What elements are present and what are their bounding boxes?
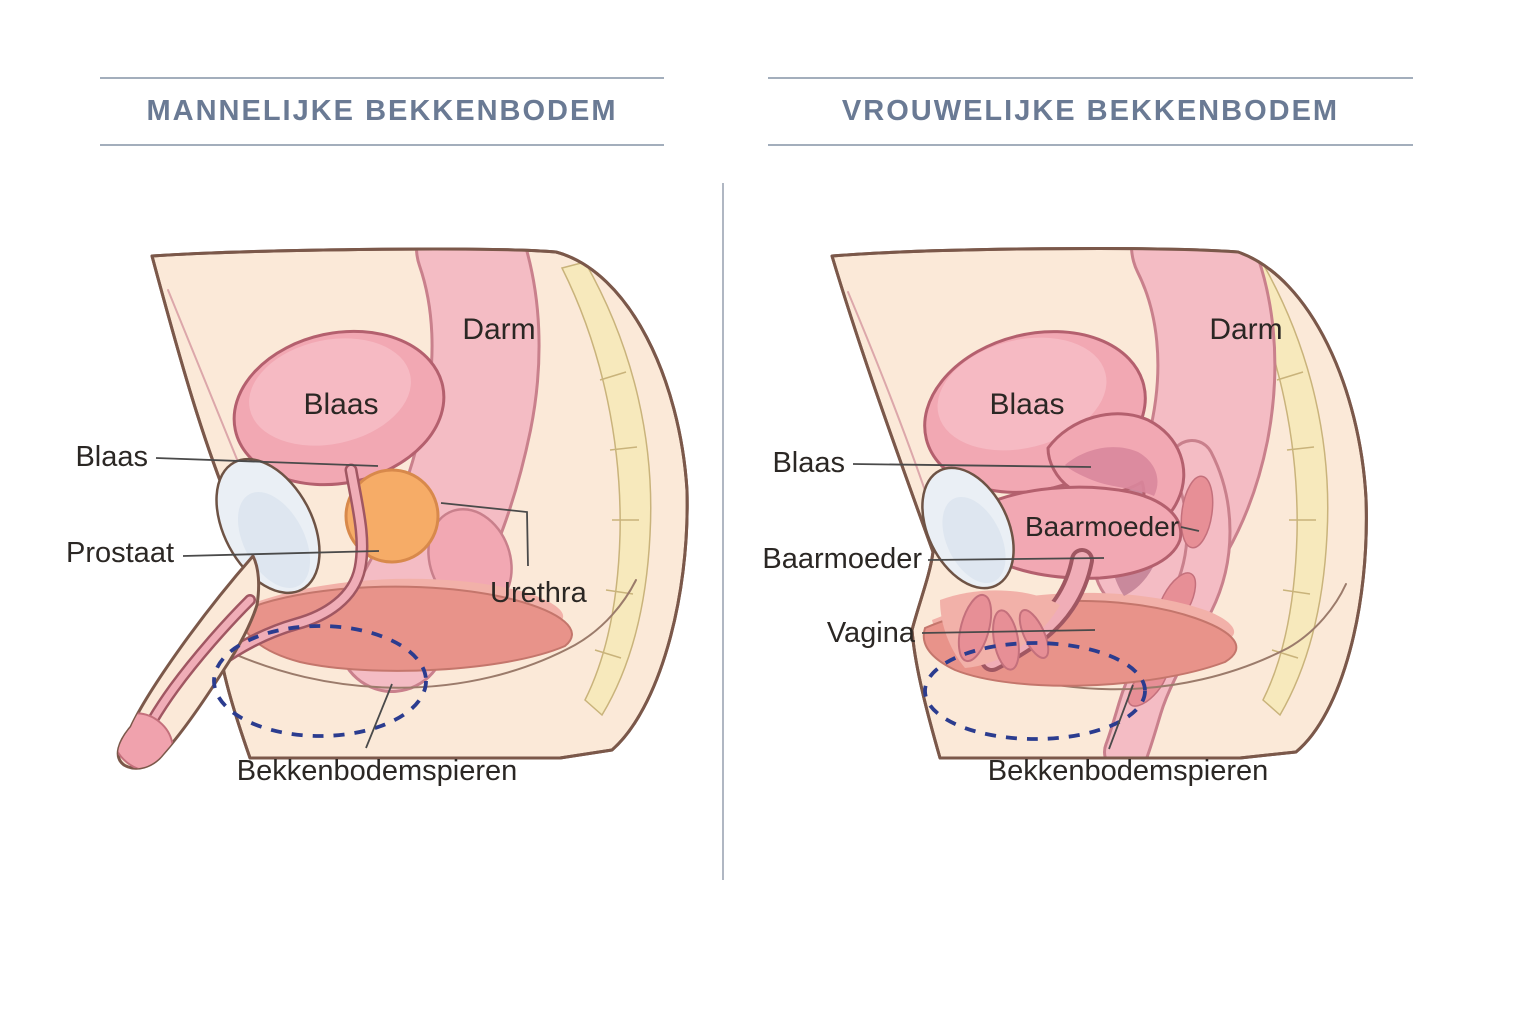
female-bladder-callout-label: Blaas — [772, 447, 845, 479]
female-pelvic-floor-dashed-ellipse — [923, 641, 1147, 741]
female-uterus-internal-tick-line — [1180, 526, 1200, 532]
male-pelvic-floor-callout-label: Bekkenbodemspieren — [237, 755, 518, 787]
male-prostate-pointer-line — [182, 550, 380, 557]
male-pelvic-floor-dashed-ellipse — [212, 624, 428, 738]
female-title-block: VROUWELIJKE BEKKENBODEM — [768, 77, 1413, 146]
female-spine — [1237, 261, 1329, 717]
female-vagina-pointer-line — [921, 629, 1096, 634]
male-prostate-callout-label: Prostaat — [66, 537, 174, 569]
female-bladder-pointer-line — [852, 463, 1092, 468]
male-prostate — [344, 468, 440, 564]
male-figure: Blaas Darm Blaas Prostaat Urethra Bekken… — [66, 247, 689, 787]
female-spine-segment-lines — [1271, 371, 1316, 659]
male-title: MANNELIJKE BEKKENBODEM — [146, 95, 618, 127]
female-uterus-internal-label: Baarmoeder — [1025, 511, 1179, 542]
male-bowel-label: Darm — [462, 313, 535, 346]
female-pubic-bone-shading — [942, 496, 1006, 584]
male-urethra-pointer-line — [440, 502, 529, 567]
female-labia-fold-3 — [1018, 609, 1050, 659]
female-uterus-lining — [1065, 447, 1158, 496]
female-bladder-internal-label: Blaas — [989, 388, 1064, 421]
male-bladder-pointer-line — [155, 457, 379, 467]
female-pelvic-floor-pointer-line — [1108, 684, 1134, 750]
male-seat-crease — [214, 579, 637, 689]
male-pelvic-floor-pointer-line — [365, 683, 393, 749]
female-rectum-segment-1 — [1180, 475, 1214, 549]
female-pelvic-floor-callout-label: Bekkenbodemspieren — [988, 755, 1269, 787]
female-vagina-callout-label: Vagina — [827, 617, 916, 649]
male-title-block: MANNELIJKE BEKKENBODEM — [100, 77, 664, 146]
male-bladder-callout-label: Blaas — [75, 441, 148, 473]
female-uterus-pointer-line — [927, 557, 1105, 561]
female-uterus-callout-label: Baarmoeder — [762, 543, 922, 575]
male-spine — [560, 261, 652, 717]
male-spine-segment-lines — [594, 371, 639, 659]
male-urethra-callout-label: Urethra — [490, 577, 588, 609]
female-bowel-label: Darm — [1209, 313, 1282, 346]
female-labia-fold-2 — [992, 609, 1020, 671]
female-figure: Blaas Darm Baarmoeder Blaas Baarmoeder V… — [762, 247, 1368, 787]
female-bladder-highlight — [937, 337, 1107, 451]
female-title: VROUWELIJKE BEKKENBODEM — [841, 95, 1340, 127]
panel-divider — [722, 183, 724, 880]
female-inguinal-crease — [847, 291, 931, 506]
male-bladder-highlight — [249, 338, 411, 446]
male-bladder-internal-label: Blaas — [303, 388, 378, 421]
